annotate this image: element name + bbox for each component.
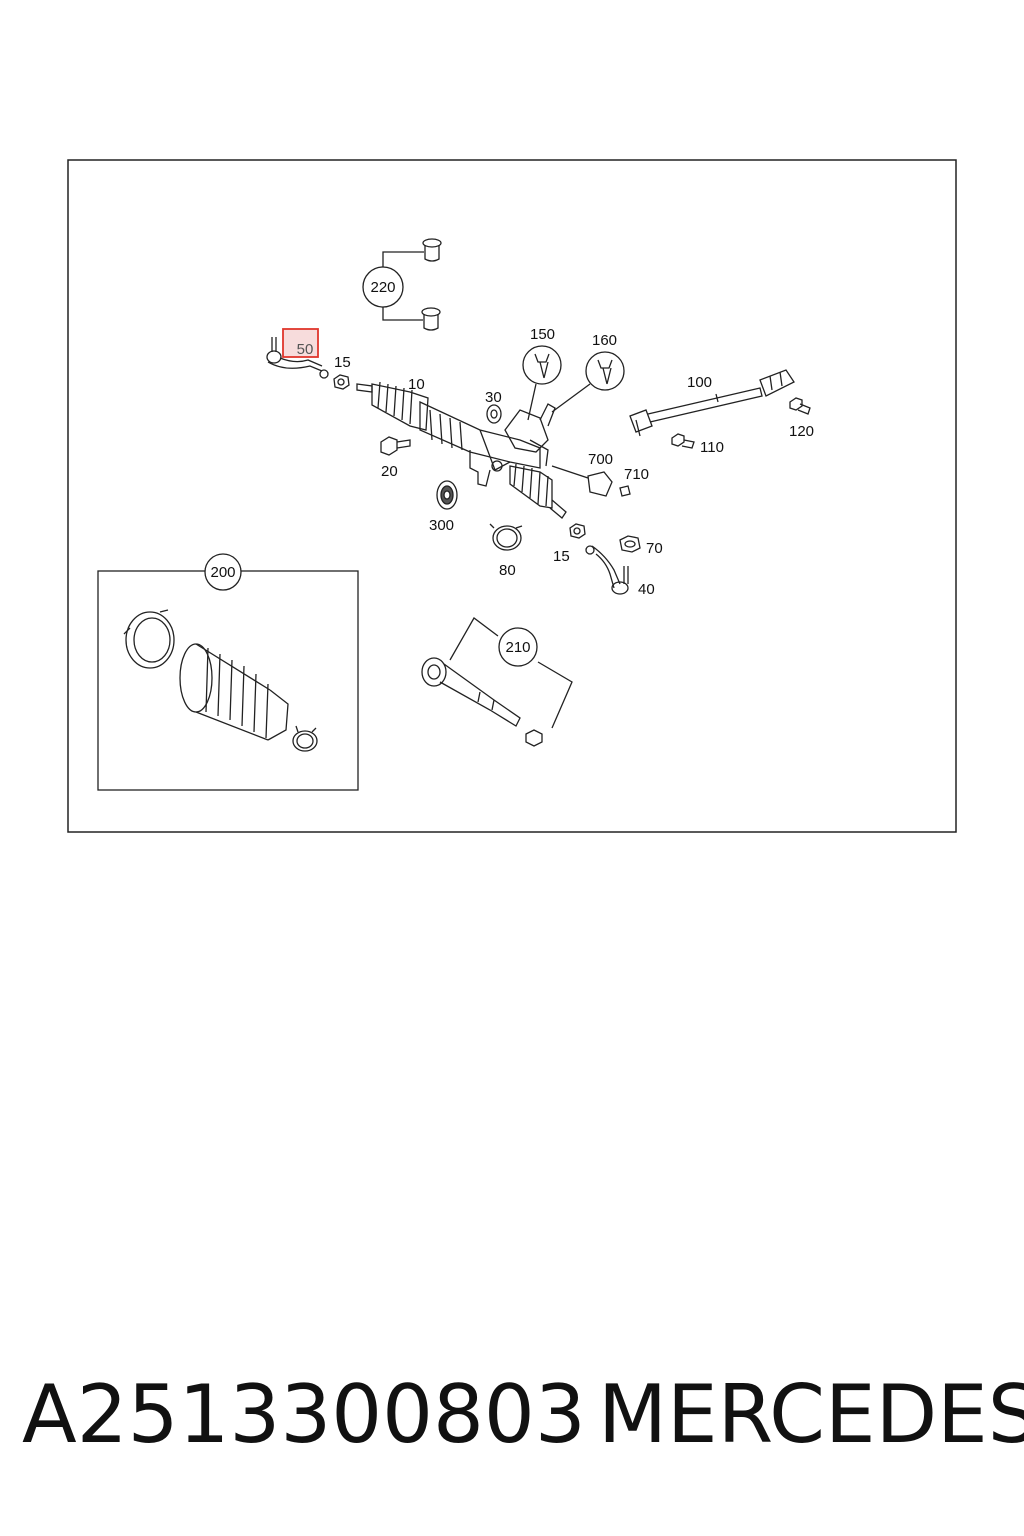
parts-diagram: 220 50 15 10 [67, 159, 957, 833]
callout-700[interactable]: 700 [588, 451, 613, 468]
callout-20[interactable]: 20 [381, 463, 398, 480]
diagram-frame [67, 159, 957, 833]
washer-30 [486, 404, 502, 424]
highlight-box-50 [282, 328, 319, 358]
intermediate-shaft-100 [629, 369, 795, 437]
bushing-group-220 [382, 238, 442, 331]
wrench-icon-160 [551, 351, 625, 413]
callout-100[interactable]: 100 [687, 374, 712, 391]
callout-210[interactable]: 210 [505, 639, 530, 656]
callout-220[interactable]: 220 [370, 279, 395, 296]
caption: A2513300803 MERCEDES [0, 1368, 1024, 1478]
callout-70[interactable]: 70 [646, 540, 663, 557]
steering-rack [356, 381, 567, 519]
clamp-80 [489, 523, 523, 551]
bolt-20 [380, 436, 411, 456]
bolt-120 [789, 397, 811, 415]
callout-circle-210 [498, 627, 538, 667]
nut-right [569, 523, 586, 539]
callout-150[interactable]: 150 [530, 326, 555, 343]
callout-15-left[interactable]: 15 [334, 354, 351, 371]
callout-80[interactable]: 80 [499, 562, 516, 579]
callout-40[interactable]: 40 [638, 581, 655, 598]
callout-circle-220 [362, 266, 404, 308]
wrench-icon-150 [522, 345, 562, 421]
callout-110[interactable]: 110 [700, 439, 724, 456]
callout-120[interactable]: 120 [789, 423, 814, 440]
callout-15-right[interactable]: 15 [553, 548, 570, 565]
callout-710[interactable]: 710 [624, 466, 649, 483]
callout-300[interactable]: 300 [429, 517, 454, 534]
callout-circle-200 [204, 553, 242, 591]
boot-kit-inset [97, 570, 359, 791]
inner-tie-rod-210 [421, 617, 573, 747]
bolt-110 [671, 433, 695, 449]
callout-200[interactable]: 200 [210, 564, 235, 581]
callout-50[interactable]: 50 [297, 341, 314, 358]
nut-left [333, 374, 350, 390]
nut-70 [619, 535, 641, 553]
callout-30[interactable]: 30 [485, 389, 502, 406]
callout-10[interactable]: 10 [408, 376, 425, 393]
sensor-700 [551, 465, 631, 497]
callout-160[interactable]: 160 [592, 332, 617, 349]
seal-300 [436, 480, 458, 510]
tie-rod-end-left [266, 337, 329, 379]
brand-name: MERCEDES [598, 1368, 1024, 1461]
part-number: A2513300803 [22, 1368, 586, 1461]
boot-kit-parts [123, 609, 318, 752]
tie-rod-end-right [585, 545, 629, 595]
